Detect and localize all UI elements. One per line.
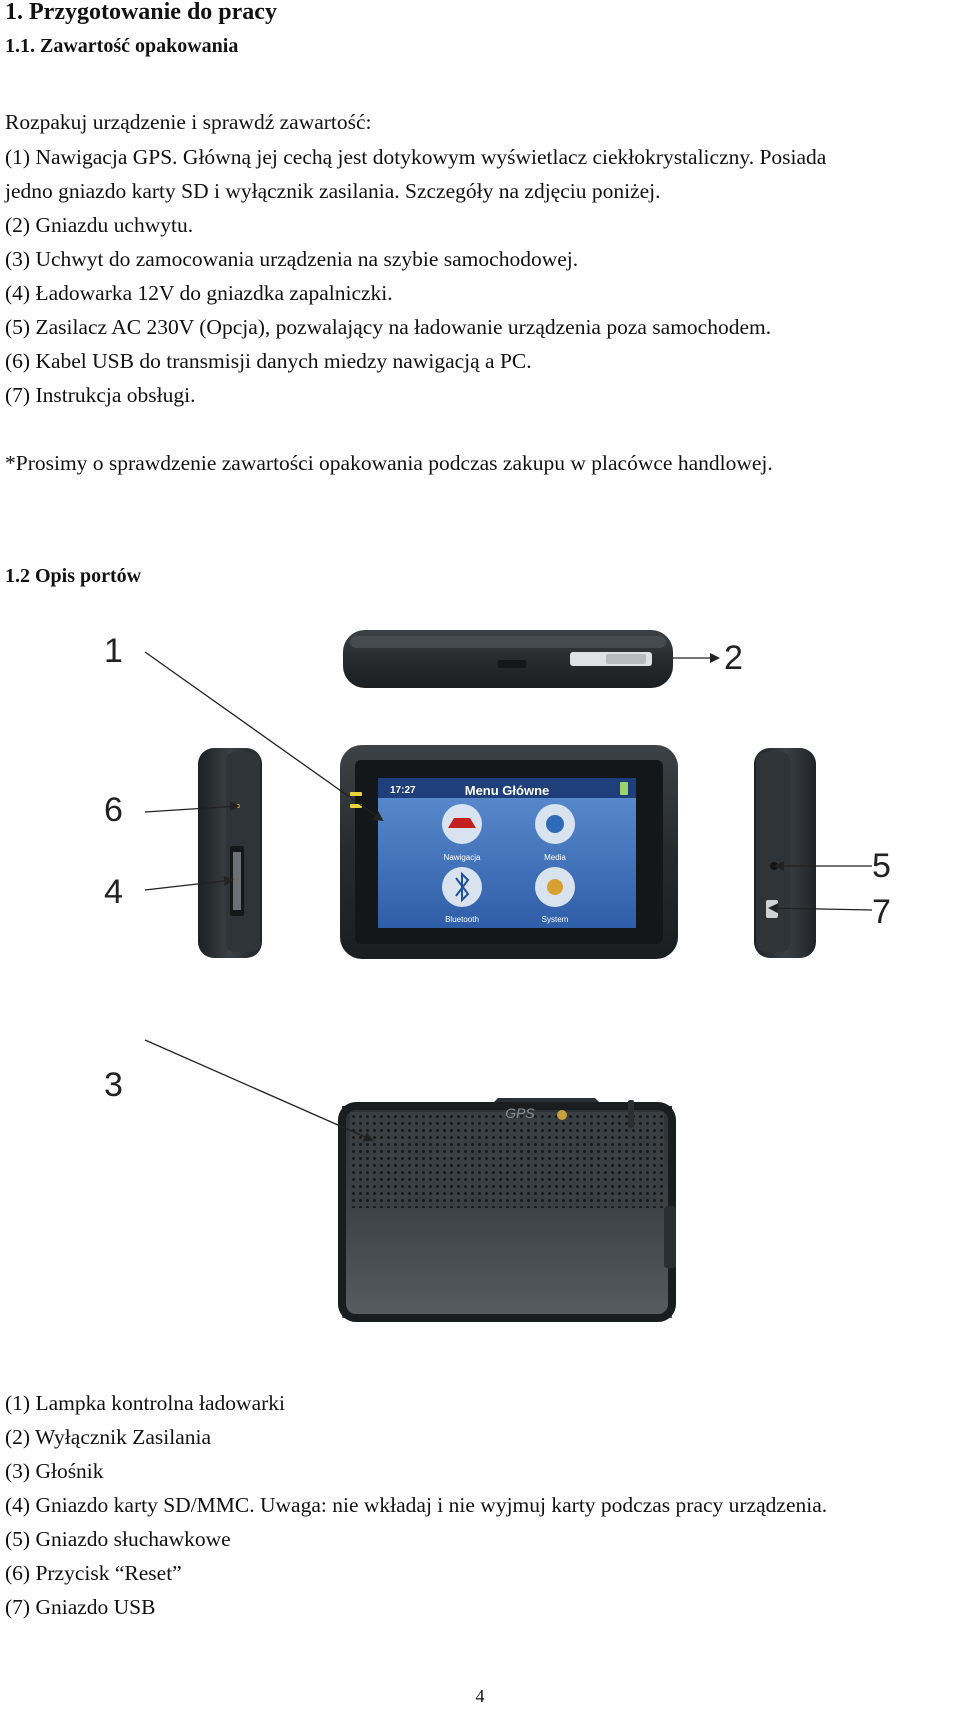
callout-number: 5: [872, 847, 891, 885]
menu-item-label: Nawigacja: [444, 853, 481, 862]
device-right-side-view: [754, 748, 816, 958]
contents-line: (4) Ładowarka 12V do gniazdka zapalniczk…: [5, 281, 393, 305]
port-description: (1) Lampka kontrolna ładowarki: [5, 1391, 286, 1415]
screen-time: 17:27: [390, 785, 416, 796]
contents-line: jedno gniazdo karty SD i wyłącznik zasil…: [5, 179, 661, 203]
menu-item-label: System: [542, 915, 569, 924]
port-description: (5) Gniazdo słuchawkowe: [5, 1527, 231, 1551]
device-back-view: GPS: [338, 1098, 676, 1322]
contents-line: (5) Zasilacz AC 230V (Opcja), pozwalając…: [5, 315, 772, 339]
antenna: [628, 1100, 634, 1128]
usb-port: [766, 900, 778, 918]
menu-item-label: Media: [544, 853, 566, 862]
menu-item-label: Bluetooth: [445, 915, 479, 924]
contents-line: (3) Uchwyt do zamocowania urządzenia na …: [5, 247, 579, 271]
contents-line: (2) Gniazdu uchwytu.: [5, 213, 194, 237]
contents-line: (6) Kabel USB do transmisji danych miedz…: [5, 349, 532, 373]
port-description: (4) Gniazdo karty SD/MMC. Uwaga: nie wkł…: [5, 1493, 828, 1517]
contents-line: (7) Instrukcja obsługi.: [5, 383, 196, 407]
port-description: (7) Gniazdo USB: [5, 1595, 156, 1619]
section-title: 1. Przygotowanie do pracy: [5, 0, 277, 25]
section2-title: 1.2 Opis portów: [5, 565, 142, 587]
callout-number: 2: [724, 639, 743, 677]
callout-number: 1: [104, 632, 123, 670]
touch-screen: [378, 778, 636, 928]
speaker-grille: [350, 1112, 664, 1208]
device-left-side-view: [198, 748, 262, 958]
port-description: (2) Wyłącznik Zasilania: [5, 1425, 212, 1449]
callout-number: 4: [104, 873, 123, 911]
port-description: (3) Głośnik: [5, 1459, 104, 1483]
callout-lines: [144, 651, 873, 1142]
page-number: 4: [475, 1686, 485, 1706]
port-description: (6) Przycisk “Reset”: [5, 1561, 182, 1585]
intro-text: Rozpakuj urządzenie i sprawdź zawartość:: [5, 110, 372, 134]
callout-number: 3: [104, 1066, 123, 1104]
battery-icon: [620, 782, 628, 795]
gps-logo: GPS: [505, 1105, 535, 1121]
section-subtitle: 1.1. Zawartość opakowania: [5, 35, 239, 57]
device-ports-figure: 17:27 Menu Główne Nawigacja Media Blueto…: [144, 630, 873, 1322]
callout-number: 7: [872, 893, 891, 931]
callout-number: 6: [104, 791, 123, 829]
device-top-view: [343, 630, 673, 688]
charge-indicator-led: [350, 792, 362, 796]
purchase-note: *Prosimy o sprawdzenie zawartości opakow…: [5, 451, 773, 475]
device-front-view: 17:27 Menu Główne Nawigacja Media Blueto…: [340, 745, 678, 959]
contents-line: (1) Nawigacja GPS. Główną jej cechą jest…: [5, 145, 827, 169]
screen-title: Menu Główne: [465, 783, 550, 798]
